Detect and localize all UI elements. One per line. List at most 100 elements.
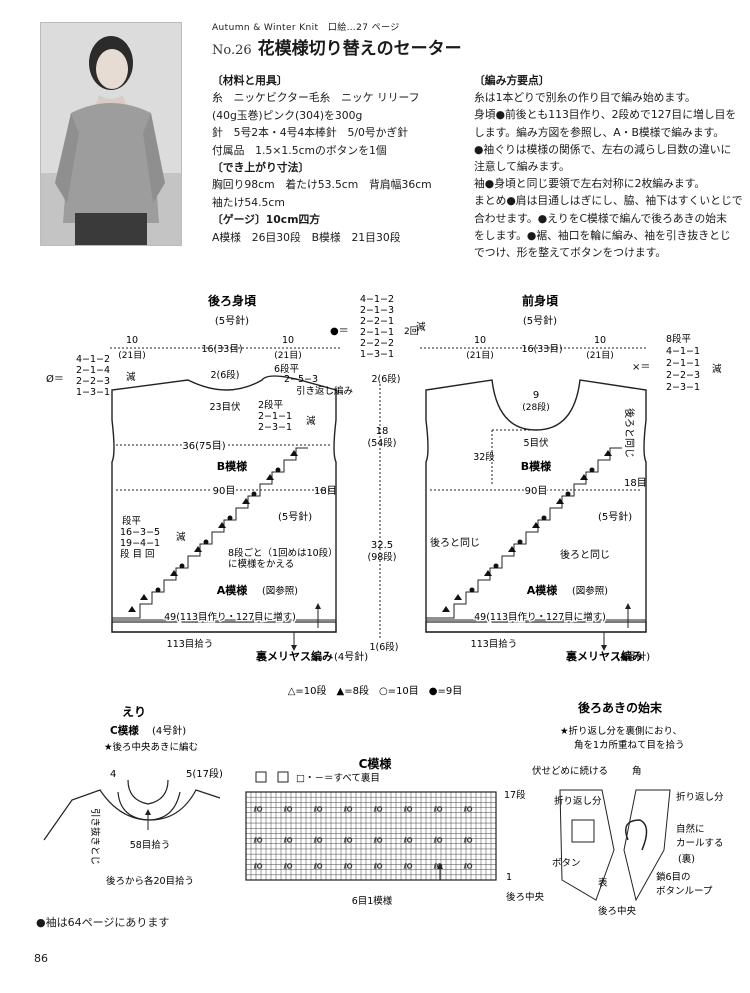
collar-note: ★後ろ中央あきに編む xyxy=(104,741,198,753)
chart-symbol: ℓO xyxy=(403,837,413,845)
front-width-90: 90目 xyxy=(525,486,548,497)
finish-l1: 伏せどめに続ける xyxy=(532,765,608,777)
back-left-dec: 4−1−2 xyxy=(76,354,110,365)
front-width-49: 49(113目作り・127目に増す) xyxy=(474,611,606,623)
back-top-dec-word: 減 xyxy=(416,321,426,333)
chart-c-grid: ℓOℓOℓOℓOℓOℓOℓOℓOℓOℓOℓOℓOℓOℓOℓOℓOℓOℓOℓOℓO… xyxy=(245,791,497,881)
front-title: 前身頃 xyxy=(522,293,559,308)
materials-line: 付属品 1.5×1.5cmのボタンを1個 xyxy=(212,143,387,157)
instruction-line: 合わせます。●えりをC模様で編んで後ろあきの始末 xyxy=(474,211,727,225)
chart-symbol: ℓO xyxy=(403,862,413,870)
back-left-mark: Ø＝ xyxy=(46,373,64,385)
finish-l10: ボタンループ xyxy=(656,886,713,897)
chart-c-center: 後ろ中央 xyxy=(506,891,545,903)
back-right-18: 18目 xyxy=(314,486,337,497)
back-side-dec: 16−3−5 xyxy=(120,527,160,538)
chart-symbol: ℓO xyxy=(373,806,383,814)
back-dim: 10 xyxy=(126,335,138,346)
chart-symbol: ℓO xyxy=(463,806,473,814)
chart-c-title: C模様 xyxy=(359,756,393,771)
finish-l8: (裏) xyxy=(678,853,695,865)
finish-l7: カールする xyxy=(676,838,724,849)
front-dim: 16(33目) xyxy=(521,344,562,355)
front-right-dec: 2−3−1 xyxy=(666,382,700,393)
instruction-line: します。編み方図を参照し、A・B模様で編みます。 xyxy=(474,125,725,139)
back-top-dec: 1−3−1 xyxy=(360,349,394,360)
chart-symbol: ℓO xyxy=(283,837,293,845)
front-right-18: 18目 xyxy=(624,478,647,489)
finish-l2: 角 xyxy=(632,765,642,777)
pattern-name: 花模様切り替えのセーター xyxy=(257,39,462,59)
size-heading: 〔でき上がり寸法〕 xyxy=(212,161,310,175)
materials-line: 糸 ニッケビクター毛糸 ニッケ リリーフ xyxy=(212,91,420,105)
front-pattern-a: A模様 xyxy=(527,583,559,597)
collar-pick20: 後ろから各20目拾う xyxy=(106,875,194,887)
back-pattern-b: B模様 xyxy=(217,459,248,473)
center-h18r: (54段) xyxy=(367,437,396,449)
instruction-line: まとめ●肩は目通しはぎにし、脇、袖下はすくいとじで xyxy=(474,194,743,208)
materials-line: (40g玉巻)ピンク(304)を300g xyxy=(212,108,363,122)
back-top-dec: 2−1−3 xyxy=(360,305,394,316)
chart-c-row1: 1 xyxy=(506,872,512,883)
back-pick: 113目拾う xyxy=(167,638,214,650)
front-same-back2: 後ろと同じ xyxy=(560,548,610,561)
symbol-legend: △=10段 ▲=8段 ○=10目 ●=9目 xyxy=(288,684,463,697)
front-right-dec: 2−1−1 xyxy=(666,358,700,369)
back-dim: (21目) xyxy=(274,350,301,361)
back-needle: (5号針) xyxy=(215,314,249,327)
finish-l9: 鎖6目の xyxy=(656,871,691,883)
front-needle-small: (5号針) xyxy=(598,510,632,523)
back-neck-row: 23目伏 xyxy=(209,401,241,413)
chart-c-repeat: 6目1模様 xyxy=(352,895,393,907)
back-top-mark: ●＝ xyxy=(330,326,349,337)
front-dim: 10 xyxy=(474,335,486,346)
chart-symbol: ℓO xyxy=(253,806,263,814)
pattern-title: No.26 花模様切り替えのセーター xyxy=(212,34,462,59)
back-shoulder-note: 引き返し編み xyxy=(296,385,353,397)
back-left-dec: 1−3−1 xyxy=(76,387,110,398)
chart-symbol: ℓO xyxy=(343,837,353,845)
back-side-dec-word: 減 xyxy=(176,531,186,543)
materials-line: 針 5号2本・4号4本棒針 5/0号かぎ針 xyxy=(212,126,409,140)
gauge-heading: 〔ゲージ〕10cm四方 xyxy=(212,213,321,227)
chart-symbol: ℓO xyxy=(433,837,443,845)
chart-symbol: ℓO xyxy=(373,837,383,845)
front-same-back3: 後ろと同じ xyxy=(623,408,636,458)
front-left-h: 32段 xyxy=(473,451,495,463)
finish-note2: 角を1カ所重ねて目を拾う xyxy=(574,739,685,751)
back-dim: 10 xyxy=(282,335,294,346)
back-stitch-markers xyxy=(128,450,298,612)
chart-c-rows: 17段 xyxy=(504,789,526,801)
header-caption: Autumn & Winter Knit 口絵…27 ページ xyxy=(212,23,400,33)
instructions-heading: 〔編み方要点〕 xyxy=(474,74,550,87)
back-width-90: 90目 xyxy=(213,486,236,497)
pattern-number: No.26 xyxy=(212,43,252,58)
instruction-line: 糸は1本どりで別糸の作り目で編み始めます。 xyxy=(474,91,696,105)
sleeve-note: ●袖は64ページにあります xyxy=(36,916,170,929)
chart-symbol: ℓO xyxy=(343,806,353,814)
materials-heading: 〔材料と用具〕 xyxy=(212,74,288,87)
back-dec: 2段平 xyxy=(258,399,284,411)
back-pattern-ref: (図参照) xyxy=(262,585,298,597)
back-rib: 裏メリヤス編み xyxy=(255,649,333,663)
center-h32r: (98段) xyxy=(367,551,396,563)
model-photo xyxy=(40,22,182,246)
center-h18: 18 xyxy=(376,426,389,437)
front-rib-needle: (4号針) xyxy=(616,650,650,663)
finish-l3: 折り返し分 xyxy=(554,795,602,807)
instruction-line: 身頃●前後とも113目作り、2段めで127目に増し目を xyxy=(474,108,737,122)
front-stitch-markers xyxy=(442,450,612,612)
chart-symbol: ℓO xyxy=(373,862,383,870)
back-pattern-a: A模様 xyxy=(217,583,249,597)
center-h32: 32.5 xyxy=(371,540,393,551)
finish-l6: 自然に xyxy=(676,823,705,835)
back-dim: 16(33目) xyxy=(201,344,242,355)
back-left-dec: 2−1−4 xyxy=(76,365,110,376)
gauge-line: A模様 26目30段 B模様 21目30段 xyxy=(212,230,401,244)
front-right-dec: 8段平 xyxy=(666,333,692,345)
back-side-dec: 段 目 回 xyxy=(120,548,155,560)
size-line: 袖たけ54.5cm xyxy=(212,195,285,209)
front-dim: (21目) xyxy=(466,350,493,361)
finish-l5: ボタン xyxy=(552,858,581,869)
